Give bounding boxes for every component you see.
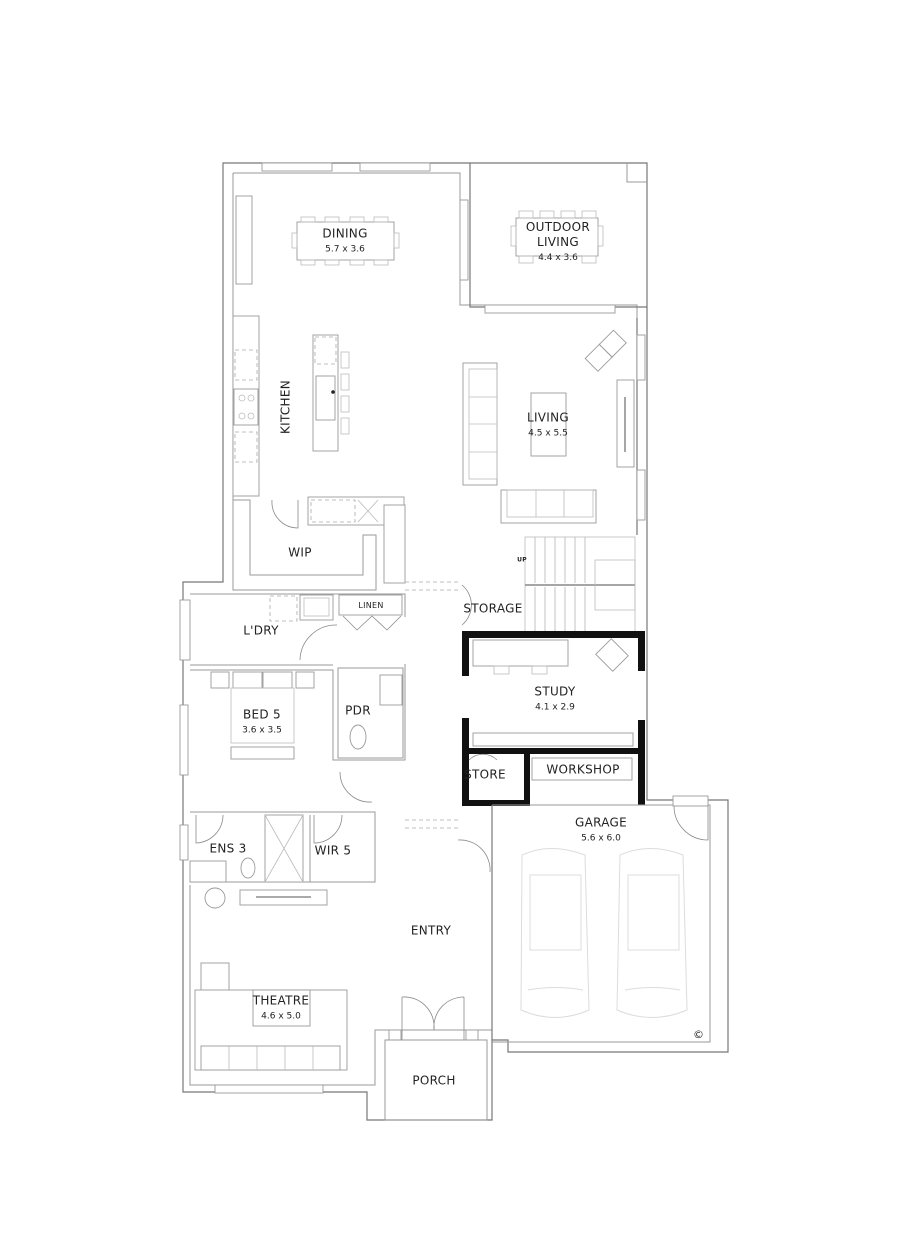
outdoor-living-name-line1: OUTDOOR xyxy=(525,219,591,234)
up-text: UP xyxy=(517,556,527,564)
dining-name: DINING xyxy=(322,226,368,241)
room-label-theatre: THEATRE 4.6 x 5.0 xyxy=(253,993,310,1022)
outer-walls xyxy=(182,162,729,1121)
storage-name: STORAGE xyxy=(463,601,523,616)
room-label-wip: WIP xyxy=(288,546,312,561)
study-dim: 4.1 x 2.9 xyxy=(535,702,575,713)
room-label-wir5: WIR 5 xyxy=(315,844,352,859)
garage-name: GARAGE xyxy=(574,815,628,830)
ens-wir-area xyxy=(179,811,376,883)
living-furniture xyxy=(462,329,635,524)
porch-name: PORCH xyxy=(412,1073,456,1088)
theatre-dim: 4.6 x 5.0 xyxy=(261,1011,301,1022)
bed5-name: BED 5 xyxy=(242,707,281,722)
room-label-dining: DINING 5.7 x 3.6 xyxy=(322,226,367,255)
stair-up-label: UP xyxy=(517,556,527,564)
room-label-ens3: ENS 3 xyxy=(209,842,246,857)
copyright-mark: © xyxy=(693,1028,704,1041)
stairs xyxy=(461,536,636,633)
bed5-dim: 3.6 x 3.5 xyxy=(242,725,282,736)
laundry-area xyxy=(179,593,406,666)
entry-name: ENTRY xyxy=(410,923,452,938)
theatre-name: THEATRE xyxy=(252,993,310,1008)
linen-name: LINEN xyxy=(358,601,384,610)
outdoor-living-dim: 4.4 x 3.6 xyxy=(538,252,578,263)
car-right xyxy=(616,848,688,1018)
room-label-entry: ENTRY xyxy=(411,924,451,939)
room-label-ldry: L'DRY xyxy=(243,624,279,639)
room-label-porch: PORCH xyxy=(412,1074,455,1089)
car-left xyxy=(520,848,590,1018)
room-label-linen: LINEN xyxy=(358,601,383,611)
ens3-name: ENS 3 xyxy=(209,841,247,856)
room-label-garage: GARAGE 5.6 x 6.0 xyxy=(575,815,627,844)
wip-name: WIP xyxy=(288,545,312,560)
ldry-name: L'DRY xyxy=(243,623,279,638)
study-walls xyxy=(462,631,645,806)
store-name: STORE xyxy=(464,767,506,782)
bed5-area xyxy=(179,664,460,829)
kitchen-name: KITCHEN xyxy=(278,379,293,435)
workshop-name: WORKSHOP xyxy=(546,762,620,777)
room-label-living: LIVING 4.5 x 5.5 xyxy=(527,410,569,439)
wip-area xyxy=(232,496,460,591)
room-label-pdr: PDR xyxy=(345,704,371,719)
garage-dim: 5.6 x 6.0 xyxy=(581,833,621,844)
living-dim: 4.5 x 5.5 xyxy=(528,428,568,439)
room-label-workshop: WORKSHOP xyxy=(546,763,619,778)
room-label-bed5: BED 5 3.6 x 3.5 xyxy=(242,707,282,736)
theatre-entry-area xyxy=(189,805,493,1121)
room-label-storage: STORAGE xyxy=(463,602,522,617)
pdr-name: PDR xyxy=(345,703,371,718)
garage-area xyxy=(492,795,711,1043)
room-label-study: STUDY 4.1 x 2.9 xyxy=(534,684,575,713)
study-name: STUDY xyxy=(534,684,576,699)
room-label-kitchen: KITCHEN xyxy=(279,380,294,434)
kitchen-area xyxy=(232,195,400,497)
dining-dim: 5.7 x 3.6 xyxy=(325,244,365,255)
room-label-store: STORE xyxy=(464,768,506,783)
room-label-outdoor-living: OUTDOOR LIVING 4.4 x 3.6 xyxy=(526,220,590,264)
outdoor-living-name-line2: LIVING xyxy=(536,234,580,249)
wir5-name: WIR 5 xyxy=(314,843,352,858)
living-name: LIVING xyxy=(526,410,570,425)
outdoor-table xyxy=(510,210,604,264)
